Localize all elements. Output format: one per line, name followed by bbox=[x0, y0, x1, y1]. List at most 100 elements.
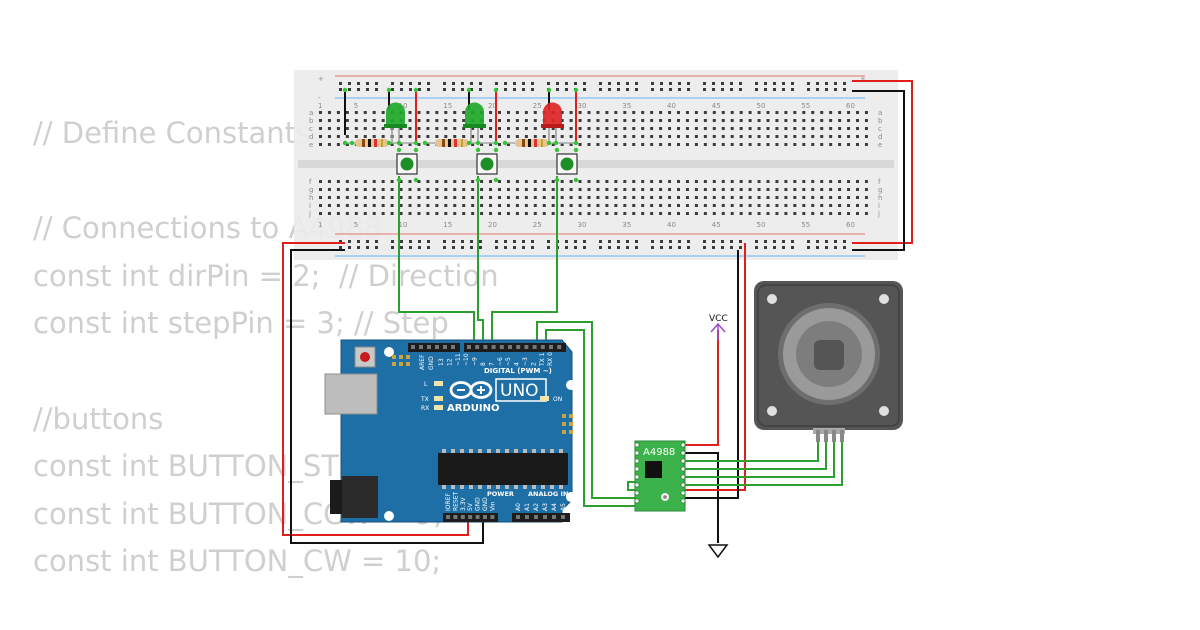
breadboard-hole bbox=[498, 127, 501, 130]
rail-hole bbox=[599, 240, 602, 243]
uno-label: UNO bbox=[500, 381, 539, 401]
breadboard-hole bbox=[435, 196, 439, 199]
breadboard-hole bbox=[426, 188, 430, 191]
connection-dot bbox=[396, 147, 402, 153]
breadboard-hole bbox=[712, 212, 716, 215]
power-pin-label: GND bbox=[475, 497, 482, 511]
rail-hole bbox=[660, 88, 663, 91]
breadboard-hole bbox=[659, 212, 663, 215]
breadboard-hole bbox=[694, 119, 698, 122]
arduino-logo-icon bbox=[449, 381, 493, 399]
breadboard-hole bbox=[560, 111, 564, 114]
chip-pin bbox=[460, 449, 464, 453]
breadboard-hole bbox=[659, 135, 663, 138]
breadboard-hole bbox=[498, 212, 501, 215]
breadboard-hole bbox=[471, 204, 475, 207]
breadboard-hole bbox=[578, 196, 582, 199]
rail-hole bbox=[583, 240, 586, 243]
breadboard-hole bbox=[587, 204, 591, 207]
breadboard-hole bbox=[524, 127, 528, 130]
breadboard-hole bbox=[739, 212, 743, 215]
rail-hole bbox=[782, 240, 785, 243]
icsp-pin bbox=[399, 355, 403, 359]
rail-hole bbox=[660, 82, 663, 85]
breadboard-hole bbox=[712, 188, 716, 191]
breadboard-hole bbox=[578, 212, 582, 215]
column-number: 5 bbox=[354, 102, 358, 110]
driver-pin bbox=[680, 466, 686, 472]
breadboard-hole bbox=[435, 212, 439, 215]
breadboard-hole bbox=[453, 180, 457, 183]
header-analog bbox=[512, 513, 570, 522]
usb-connector bbox=[324, 373, 378, 415]
breadboard-hole bbox=[811, 111, 815, 114]
rail-hole bbox=[825, 88, 828, 91]
breadboard-hole bbox=[381, 180, 385, 183]
chip-pin bbox=[496, 449, 500, 453]
rail-hole bbox=[531, 240, 534, 243]
pushbutton-stop[interactable] bbox=[556, 153, 578, 175]
breadboard-hole bbox=[730, 188, 734, 191]
rail-hole bbox=[409, 82, 412, 85]
breadboard-hole bbox=[462, 204, 466, 207]
breadboard-hole bbox=[506, 180, 510, 183]
breadboard-hole bbox=[677, 135, 680, 138]
breadboard-hole bbox=[506, 212, 510, 215]
breadboard-hole bbox=[426, 212, 430, 215]
breadboard-hole bbox=[864, 119, 868, 122]
breadboard-hole bbox=[489, 119, 493, 122]
breadboard-hole bbox=[739, 204, 743, 207]
rail-hole bbox=[712, 88, 715, 91]
breadboard-hole bbox=[560, 143, 564, 146]
rail-hole bbox=[348, 246, 351, 249]
breadboard-hole bbox=[650, 204, 654, 207]
breadboard-hole bbox=[408, 204, 412, 207]
row-letter: e bbox=[878, 141, 882, 149]
breadboard-hole bbox=[578, 135, 582, 138]
pushbutton-ccw[interactable] bbox=[476, 153, 498, 175]
breadboard-hole bbox=[462, 188, 466, 191]
breadboard-hole bbox=[677, 143, 680, 146]
analog-pin-label: A5 bbox=[560, 503, 567, 511]
breadboard-hole bbox=[847, 111, 851, 114]
rail-hole bbox=[427, 240, 430, 243]
column-number: 5 bbox=[354, 221, 358, 229]
breadboard-hole bbox=[623, 135, 627, 138]
driver-pin bbox=[634, 442, 640, 448]
rail-hole bbox=[739, 82, 742, 85]
breadboard-hole bbox=[515, 196, 519, 199]
rail-hole bbox=[730, 246, 733, 249]
pushbutton-cw[interactable] bbox=[396, 153, 418, 175]
breadboard-hole bbox=[614, 135, 618, 138]
column-number: 20 bbox=[488, 221, 497, 229]
header-pin bbox=[552, 515, 556, 519]
breadboard-hole bbox=[596, 204, 600, 207]
breadboard-hole bbox=[811, 204, 815, 207]
breadboard-hole bbox=[515, 212, 519, 215]
led-on bbox=[540, 396, 549, 401]
connection-dot bbox=[502, 140, 508, 146]
ground-icon bbox=[707, 544, 729, 559]
breadboard-hole bbox=[721, 135, 725, 138]
breadboard-hole bbox=[327, 188, 331, 191]
breadboard-hole bbox=[694, 111, 698, 114]
breadboard-hole bbox=[659, 127, 663, 130]
breadboard-hole bbox=[453, 111, 457, 114]
rail-hole bbox=[608, 88, 611, 91]
breadboard-hole bbox=[319, 212, 322, 215]
rail-hole bbox=[843, 88, 846, 91]
breadboard-hole bbox=[453, 188, 457, 191]
breadboard-hole bbox=[856, 188, 859, 191]
breadboard-hole bbox=[524, 180, 528, 183]
breadboard-hole bbox=[829, 188, 833, 191]
column-number: 1 bbox=[318, 221, 322, 229]
rail-minus-label: - bbox=[318, 94, 321, 102]
breadboard-hole bbox=[712, 204, 716, 207]
breadboard-hole bbox=[820, 188, 824, 191]
breadboard-hole bbox=[668, 119, 672, 122]
breadboard-hole bbox=[614, 111, 618, 114]
breadboard-hole bbox=[730, 180, 734, 183]
breadboard-hole bbox=[336, 127, 340, 130]
chip-pin bbox=[550, 485, 554, 489]
